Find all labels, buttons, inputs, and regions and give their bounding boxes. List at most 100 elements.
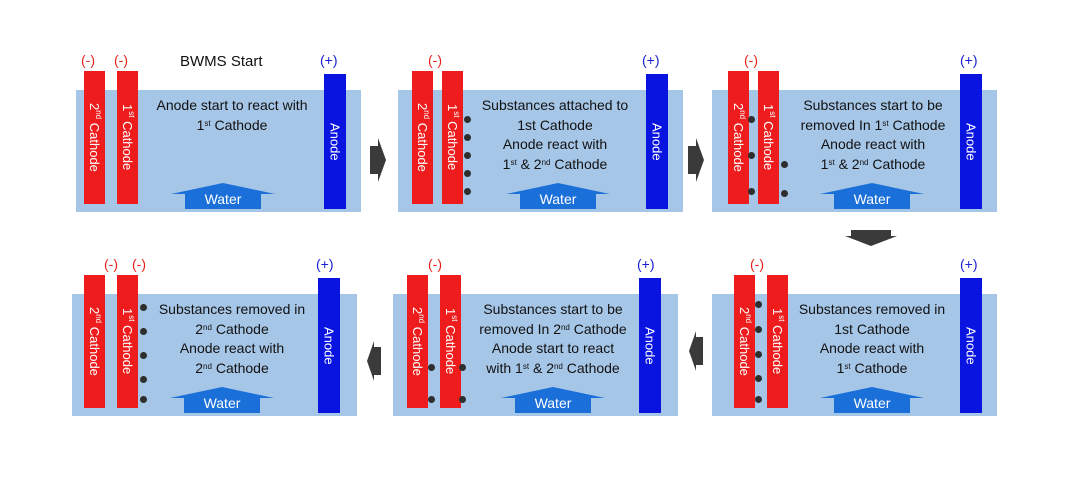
substance-particle	[428, 364, 435, 371]
cathode-2-sign: (-)	[428, 52, 442, 68]
left-arrow-icon	[689, 331, 703, 371]
description-line: Anode react with	[502, 136, 608, 152]
description-line: 2nd Cathode	[195, 320, 269, 337]
cathode-2: 2nd Cathode	[84, 275, 105, 408]
water-arrow-icon	[171, 183, 275, 209]
anode: Anode	[960, 278, 982, 413]
cathode-2-label: 2nd Cathode	[410, 307, 426, 376]
description-line: 1st Cathode	[836, 359, 908, 376]
water-label: Water	[204, 191, 242, 207]
cathode-1-label: 1st Cathode	[770, 308, 786, 375]
substance-particle	[140, 352, 147, 359]
description-line: Substances attached to	[481, 97, 629, 113]
stage-panel-6: (-) (-) (+) 2nd Cathode 1st Cathode Anod…	[72, 256, 357, 471]
substance-particle	[140, 396, 147, 403]
water-flow: Water	[170, 386, 274, 413]
anode: Anode	[960, 74, 982, 209]
water-label: Water	[539, 191, 577, 207]
description-line: removed In 2nd Cathode	[479, 320, 627, 337]
anode: Anode	[639, 278, 661, 413]
substance-particle	[755, 396, 762, 403]
description-line: with 1st & 2nd Cathode	[486, 359, 620, 376]
water-arrow-icon	[506, 183, 610, 209]
substance-particle	[459, 396, 466, 403]
water-arrow-icon	[820, 183, 924, 209]
description-line: Anode start to react	[491, 340, 615, 356]
stage-panel-2: (-) (+) 2nd Cathode 1st Cathode Anode Su…	[398, 52, 683, 267]
water-label: Water	[534, 395, 572, 411]
substance-particle	[781, 190, 788, 197]
water-arrow-icon	[820, 387, 924, 413]
cathode-2: 2nd Cathode	[734, 275, 755, 408]
anode-sign: (+)	[637, 256, 655, 272]
cathode-1-label: 1st Cathode	[761, 104, 777, 171]
anode-sign: (+)	[642, 52, 660, 68]
substance-particle	[464, 116, 471, 123]
substance-particle	[140, 328, 147, 335]
substance-particle	[464, 152, 471, 159]
anode-label: Anode	[963, 122, 979, 161]
anode-sign: (+)	[320, 52, 338, 68]
water-label: Water	[203, 395, 241, 411]
cathode-2-sign: (-)	[104, 256, 118, 272]
stage-panel-1: (-) (-) (+) 2nd Cathode 1st Cathode Anod…	[76, 52, 361, 267]
cathode-2-label: 2nd Cathode	[415, 103, 431, 172]
left-arrow-icon	[367, 341, 381, 381]
substance-particle	[748, 152, 755, 159]
cathode-1: 1st Cathode	[758, 71, 779, 204]
description-line: Anode react with	[820, 136, 926, 152]
substance-particle	[140, 376, 147, 383]
stage-description: Substances start to be removed In 1st Cat…	[788, 96, 958, 174]
substance-particle	[464, 170, 471, 177]
water-label: Water	[853, 395, 891, 411]
description-line: Substances start to be	[803, 97, 943, 113]
anode-label: Anode	[321, 326, 337, 365]
cathode-2: 2nd Cathode	[728, 71, 749, 204]
water-flow: Water	[820, 386, 924, 413]
anode-label: Anode	[642, 326, 658, 365]
cathode-1: 1st Cathode	[117, 275, 138, 408]
substance-particle	[748, 116, 755, 123]
anode: Anode	[318, 278, 340, 413]
anode-label: Anode	[649, 122, 665, 161]
cathode-1: 1st Cathode	[440, 275, 461, 408]
cathode-1-sign: (-)	[132, 256, 146, 272]
substance-particle	[755, 351, 762, 358]
cathode-1: 1st Cathode	[117, 71, 138, 204]
description-line: 1st Cathode	[196, 116, 268, 133]
cathode-1-label: 1st Cathode	[120, 308, 136, 375]
cathode-1: 1st Cathode	[767, 275, 788, 408]
description-line: 1st Cathode	[834, 320, 910, 337]
description-line: 1st & 2nd Cathode	[502, 155, 608, 172]
substance-particle	[140, 304, 147, 311]
anode: Anode	[646, 74, 668, 209]
cathode-1: 1st Cathode	[442, 71, 463, 204]
anode-sign: (+)	[316, 256, 334, 272]
water-arrow-icon	[170, 387, 274, 413]
description-line: 2nd Cathode	[195, 359, 269, 376]
substance-particle	[748, 188, 755, 195]
description-line: removed In 1st Cathode	[800, 116, 946, 133]
anode-label: Anode	[963, 326, 979, 365]
cathode-1-label: 1st Cathode	[445, 104, 461, 171]
cathode-2-sign: (-)	[750, 256, 764, 272]
stage-panel-3: (-) (+) 2nd Cathode 1st Cathode Anode Su…	[712, 52, 997, 267]
water-flow: Water	[820, 182, 924, 209]
anode: Anode	[324, 74, 346, 209]
description-line: Substances start to be	[483, 301, 623, 317]
substance-particle	[464, 188, 471, 195]
water-arrow-icon	[501, 387, 605, 413]
cathode-2-label: 2nd Cathode	[87, 307, 103, 376]
diagram-title: BWMS Start	[180, 53, 263, 70]
cathode-2-sign: (-)	[744, 52, 758, 68]
cathode-1-sign: (-)	[114, 52, 128, 68]
cathode-2: 2nd Cathode	[407, 275, 428, 408]
down-arrow-icon	[845, 230, 897, 246]
cathode-1-label: 1st Cathode	[443, 308, 459, 375]
substance-particle	[459, 364, 466, 371]
cathode-2: 2nd Cathode	[412, 71, 433, 204]
cathode-1-label: 1st Cathode	[120, 104, 136, 171]
